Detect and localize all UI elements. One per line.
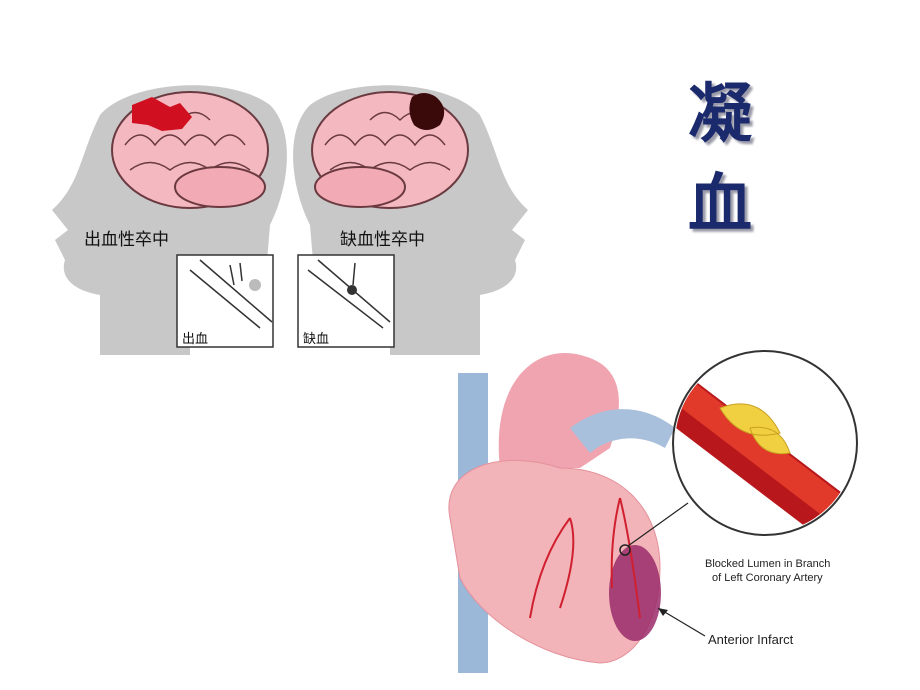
blocked-lumen-caption-line1: Blocked Lumen in Branch <box>705 558 831 570</box>
heart-figure: Blocked Lumen in Branch of Left Coronary… <box>420 318 870 690</box>
aorta <box>498 352 619 468</box>
hemorrhage-inset-box <box>176 254 274 348</box>
hemorrhage-inset-label: 出血 <box>182 332 209 347</box>
heart-illustration <box>448 350 858 673</box>
infarct-area <box>609 545 661 641</box>
slide-title: 凝 血 <box>670 70 770 250</box>
ischemic-stroke-label: 缺血性卒中 <box>340 230 425 250</box>
left-brain <box>111 91 269 209</box>
blocked-lumen-caption-line2: of Left Coronary Artery <box>712 572 823 584</box>
anterior-infarct-label: Anterior Infarct <box>708 632 794 647</box>
ischemia-region <box>409 93 445 130</box>
ischemia-inset-box <box>297 254 395 348</box>
stroke-figure: 出血性卒中 缺血性卒中 出血 缺血 <box>40 75 540 355</box>
pulmonary-artery <box>570 409 675 453</box>
title-char-1: 凝 <box>688 77 752 152</box>
title-char-2: 血 <box>688 167 752 242</box>
stroke-illustration <box>52 85 528 355</box>
right-brain <box>311 91 469 209</box>
heart-body <box>448 459 661 664</box>
ischemia-inset-label: 缺血 <box>303 332 330 347</box>
hemorrhagic-stroke-label: 出血性卒中 <box>84 230 169 250</box>
hemorrhage-region <box>132 97 192 131</box>
blockage-marker <box>619 544 631 556</box>
